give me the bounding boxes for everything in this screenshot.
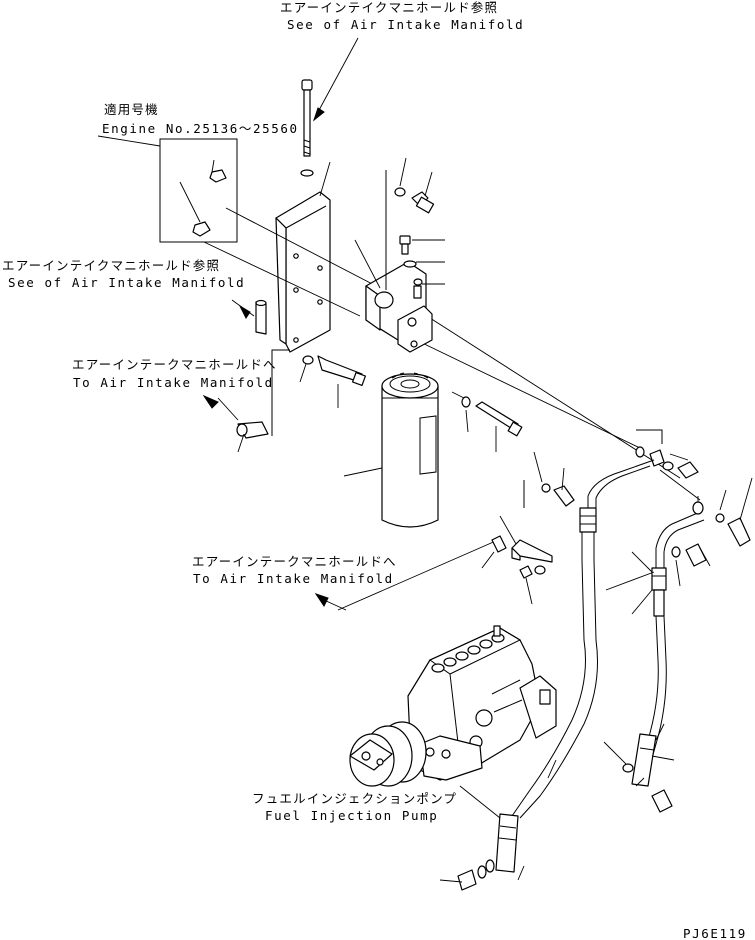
upper-fuel-line <box>579 429 699 533</box>
drawing-code: PJ6E119 <box>683 926 747 940</box>
pump-drive-coupling <box>349 721 427 787</box>
fuel-filter-cartridge <box>343 372 439 528</box>
filter-head <box>354 170 433 353</box>
serial-label-jp: 適用号機 <box>104 102 159 117</box>
long-bolt <box>300 79 314 177</box>
mounting-bracket <box>275 161 331 353</box>
intake-2-leader <box>314 535 507 611</box>
pump-label-jp: フュエルインジェクションポンプ <box>252 791 457 806</box>
head-bolts <box>394 157 445 299</box>
to-intake-label-2-en: To Air Intake Manifold <box>193 571 394 586</box>
serial-box <box>97 135 238 243</box>
to-intake-label-1-jp: エアーインテークマニホールドへ <box>72 357 277 372</box>
fuel-line-right <box>605 477 753 617</box>
top-ref-leader <box>312 37 359 122</box>
line-bracket <box>499 515 553 605</box>
fuel-hose-right <box>603 615 675 813</box>
top-ref-label-en: See of Air Intake Manifold <box>287 17 524 32</box>
pump-label-en: Fuel Injection Pump <box>265 808 438 823</box>
filter-bolt-left <box>271 349 367 436</box>
delivery-valves <box>431 625 505 673</box>
left-ref-label-jp: エアーインテイクマニホールド参照 <box>2 258 220 273</box>
top-ref-label-jp: エアーインテイクマニホールド参照 <box>280 0 498 15</box>
left-ref-label-en: See of Air Intake Manifold <box>8 275 245 290</box>
spacer-lower <box>202 394 269 453</box>
to-intake-label-1-en: To Air Intake Manifold <box>73 375 274 390</box>
serial-label-en: Engine No.25136～25560 <box>102 121 299 136</box>
fuel-injection-pump <box>407 625 557 781</box>
filter-bolt-right <box>461 396 523 452</box>
right-mid-hardware <box>523 451 575 508</box>
fuel-hose-left <box>439 532 598 891</box>
spacer-upper <box>231 299 267 335</box>
to-intake-label-2-jp: エアーインテークマニホールドへ <box>192 554 397 569</box>
